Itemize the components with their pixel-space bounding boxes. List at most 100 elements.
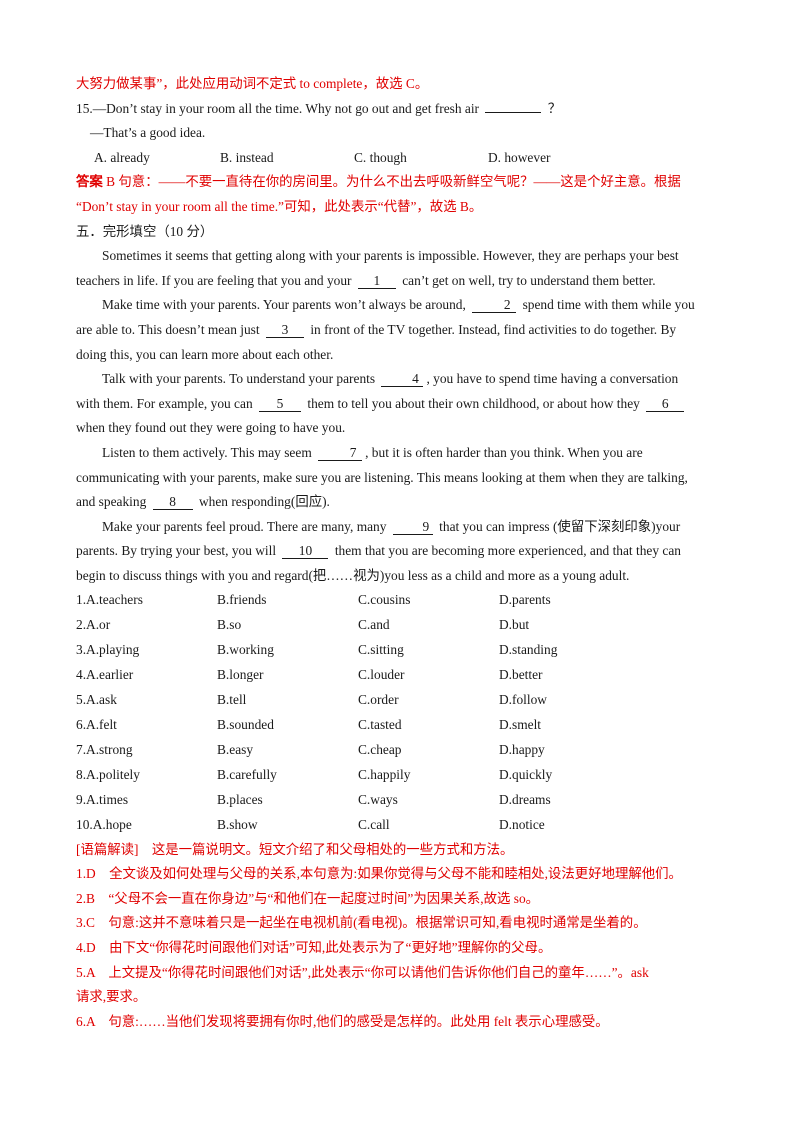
passage-text: with them. For example, you can: [76, 395, 253, 411]
answer-blank: [485, 111, 542, 113]
cloze-blank-4: 4: [381, 371, 424, 388]
option-a: A. already: [94, 149, 150, 165]
choice-b: B.friends: [217, 592, 267, 608]
choice-c: C.cheap: [358, 741, 402, 757]
choice-d: D.smelt: [499, 717, 542, 732]
choice-d: D.parents: [499, 592, 551, 608]
question-15-end: ？: [547, 100, 562, 116]
passage-text: can’t get on well, try to understand the…: [402, 272, 656, 288]
choice-row: 1.A.teachers B.friends C.cousins D.parents: [76, 588, 726, 613]
choice-b: B.longer: [217, 667, 264, 683]
passage-text: , you have to spend time having a conver…: [426, 371, 679, 387]
choice-b: B.so: [217, 617, 242, 633]
answer-text: B 句意：——不要一直待在你的房间里。为什么不出去呼吸新鲜空气呢？——这是个好主…: [102, 174, 681, 190]
choice-d: D.dreams: [499, 791, 551, 807]
analysis-item: 3.C 句意:这并不意味着只是一起坐在电视机前(看电视)。根据常识可知,看电视时…: [76, 915, 647, 931]
choice-c: C.order: [358, 692, 399, 708]
choice-c: C.and: [358, 617, 390, 633]
cloze-blank-8: 8: [152, 494, 193, 511]
question-15-reply: —That’s a good idea.: [90, 125, 206, 141]
choice-c: C.cousins: [358, 592, 411, 608]
cloze-blank-2: 2: [472, 297, 517, 314]
section-title: 五．完形填空（10 分）: [76, 223, 214, 239]
passage-text: in front of the TV together. Instead, fi…: [310, 321, 677, 337]
choice-c: C.sitting: [358, 642, 404, 658]
analysis-item: 2.B “父母不会一直在你身边”与“和他们在一起度过时间”为因果关系,故选 so…: [76, 890, 540, 906]
passage-line: begin to discuss things with you and reg…: [76, 567, 630, 583]
passage-line: Talk with your parents. To understand yo…: [76, 367, 726, 392]
choice-c: C.ways: [358, 791, 398, 807]
choice-a: 5.A.ask: [76, 692, 117, 708]
passage-line: Sometimes it seems that getting along wi…: [102, 248, 679, 264]
analysis-item: 4.D 由下文“你得花时间跟他们对话”可知,此处表示为了“更好地”理解你的父母。: [76, 939, 552, 955]
passage-line: teachers in life. If you are feeling tha…: [76, 269, 726, 294]
passage-line: communicating with your parents, make su…: [76, 469, 688, 485]
choice-b: B.tell: [217, 692, 247, 708]
choice-c: C.call: [358, 816, 390, 832]
passage-line: Listen to them actively. This may seem 7…: [76, 441, 726, 466]
choice-c: C.happily: [358, 766, 411, 782]
question-15-options: A. already B. instead C. though D. howev…: [76, 146, 726, 171]
passage-text: , but it is often harder than you think.…: [365, 444, 643, 460]
choice-c: C.louder: [358, 667, 405, 683]
choice-row: 7.A.strong B.easy C.cheap D.happy: [76, 738, 726, 763]
choice-row: 8.A.politely B.carefully C.happily D.quickl…: [76, 763, 726, 788]
choice-d: D.but: [499, 617, 530, 633]
passage-line: Make your parents feel proud. There are …: [76, 515, 726, 540]
option-b: B. instead: [220, 149, 274, 165]
choice-b: B.places: [217, 791, 263, 807]
choice-a: 8.A.politely: [76, 766, 140, 782]
passage-text: spend time with them while you: [522, 297, 695, 313]
choice-d: D.better: [499, 667, 543, 683]
passage-line: when they found out they were going to h…: [76, 420, 346, 436]
choice-a: 7.A.strong: [76, 741, 133, 757]
cloze-blank-6: 6: [646, 396, 685, 412]
choice-d: D.standing: [499, 642, 558, 658]
document-page: 大努力做某事”，此处应用动词不定式 to complete，故选 C。 15.—…: [76, 72, 726, 1034]
analysis-item: 5.A 上文提及“你得花时间跟他们对话”,此处表示“你可以请他们告诉你他们自己的…: [76, 964, 649, 980]
passage-text: when responding(回应).: [199, 494, 330, 510]
choice-a: 10.A.hope: [76, 816, 132, 832]
analysis-item-cont: 请求,要求。: [76, 989, 147, 1005]
choice-b: B.working: [217, 642, 274, 658]
passage-text: teachers in life. If you are feeling tha…: [76, 272, 352, 288]
passage-line: and speaking 8 when responding(回应).: [76, 490, 726, 515]
choice-d: D.quickly: [499, 766, 553, 782]
passage-text: Talk with your parents. To understand yo…: [102, 371, 376, 387]
passage-line: doing this, you can learn more about eac…: [76, 346, 334, 362]
choice-d: D.follow: [499, 692, 547, 708]
choice-a: 1.A.teachers: [76, 592, 143, 608]
passage-text: are able to. This doesn’t mean just: [76, 321, 260, 337]
cloze-blank-7: 7: [318, 445, 363, 461]
question-15-answer: 答案 B 句意：——不要一直待在你的房间里。为什么不出去呼吸新鲜空气呢？——这是…: [76, 170, 726, 195]
choice-b: B.carefully: [217, 766, 277, 782]
choice-row: 9.A.times B.places C.ways D.dreams: [76, 788, 726, 813]
passage-text: parents. By trying your best, you will: [76, 543, 277, 559]
cloze-blank-1: 1: [357, 273, 396, 289]
passage-text: Listen to them actively. This may seem: [102, 444, 312, 460]
choice-b: B.sounded: [217, 717, 274, 732]
cloze-passage: Sometimes it seems that getting along wi…: [76, 244, 726, 588]
question-15: 15.—Don’t stay in your room all the time…: [76, 97, 726, 122]
choice-row: 6.A.felt B.sounded C.tasted D.smelt: [76, 713, 726, 738]
cloze-blank-10: 10: [282, 543, 329, 560]
passage-text: that you can impress (使留下深刻印象)your: [439, 518, 681, 534]
cloze-blank-9: 9: [392, 519, 433, 535]
passage-text: them that you are becoming more experien…: [334, 543, 681, 559]
option-c: C. though: [354, 149, 407, 165]
option-d: D. however: [488, 149, 551, 165]
choice-a: 9.A.times: [76, 791, 129, 807]
choice-d: D.notice: [499, 816, 545, 832]
analysis-item: 1.D 全文谈及如何处理与父母的关系,本句意为:如果你觉得与父母不能和睦相处,设…: [76, 866, 682, 882]
passage-text: them to tell you about their own childho…: [307, 395, 640, 411]
choice-c: C.tasted: [358, 717, 402, 732]
choice-d: D.happy: [499, 741, 545, 757]
choice-a: 6.A.felt: [76, 717, 117, 732]
choice-b: B.easy: [217, 741, 254, 757]
previous-explanation: 大努力做某事”，此处应用动词不定式 to complete，故选 C。: [76, 76, 429, 91]
